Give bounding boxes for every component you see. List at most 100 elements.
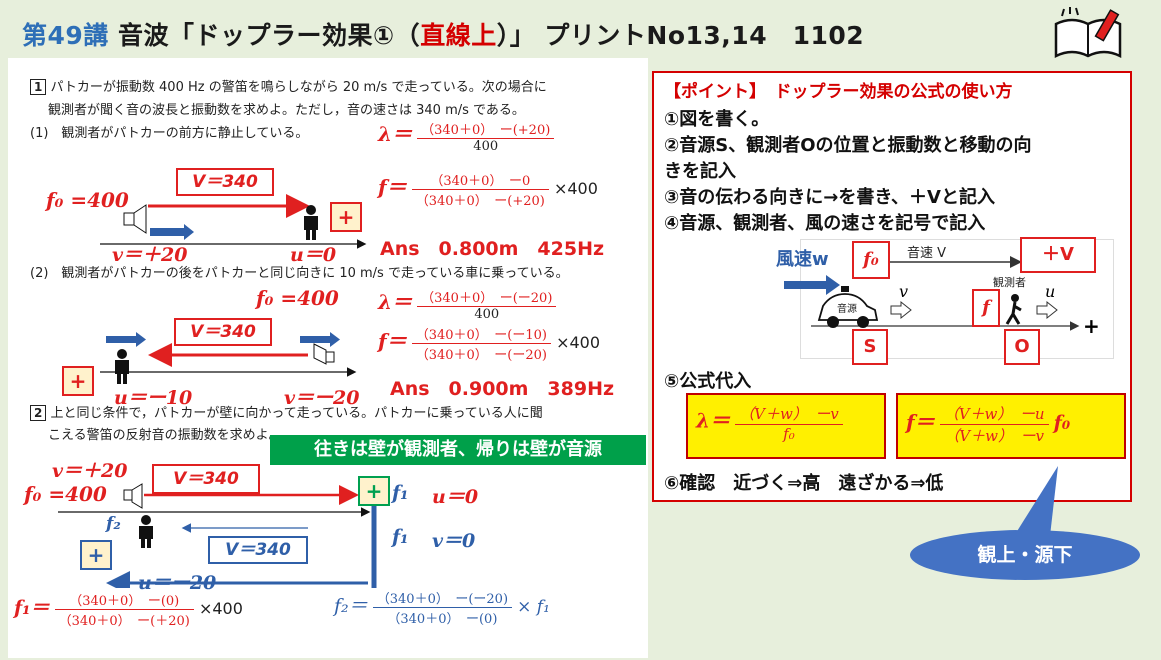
point-lambda-lhs: λ＝ — [696, 408, 731, 433]
problem2-f1-num: （340＋0） ー(0) — [54, 590, 194, 610]
problem-sheet: 1 パトカーが振動数 400 Hz の警笛を鳴らしながら 20 m/s で走って… — [8, 58, 648, 658]
case1-answer: Ans 0.800m 425Hz — [380, 238, 605, 260]
case1-f-den: （340＋0） ー(+20) — [415, 194, 545, 209]
callout-oval: 観上・源下 — [910, 530, 1140, 580]
point-f-tail: f₀ — [1053, 412, 1071, 434]
case2-V-box: V＝340 — [174, 318, 272, 346]
problem1-line2: 観測者が聞く音の波長と振動数を求めよ。ただし，音の速さは 340 m/s である… — [48, 103, 525, 118]
problem2-line1: 2 上と同じ条件で，パトカーが壁に向かって走っている。パトカーに乗っている人に聞 — [30, 402, 543, 421]
round-trip-banner: 往きは壁が観測者、帰りは壁が音源 — [270, 435, 646, 465]
problem2-f1-b: f₁ — [392, 526, 409, 548]
point-heading: 【ポイント】 ドップラー効果の公式の使い方 — [664, 82, 1013, 102]
case2-f-formula: f＝ （340＋0） ー(ー10) （340＋0） ー(ー20) ×400 — [378, 324, 600, 363]
problem2-V-blue-box: V＝340 — [208, 536, 308, 564]
point-u: u — [1045, 282, 1056, 301]
title-part-b: ）」 プリントNo13,14 1102 — [496, 21, 865, 50]
case2-f-den: （340＋0） ー(ー20) — [415, 348, 547, 363]
problem2-f1-a: f₁ — [392, 482, 409, 504]
case2-lambda-frac: （340＋0） ー(ー20) 400 — [417, 287, 557, 322]
case1-u: u＝0 — [290, 244, 337, 266]
case2-f-lhs: f＝ — [378, 329, 407, 353]
case2-lambda-den: 400 — [474, 307, 500, 322]
problem2-f2-lhs: f₂＝ — [334, 595, 368, 617]
case2-v: v＝ー20 — [284, 387, 360, 409]
case1-f-formula: f＝ （340＋0） ー0 （340＋0） ー(+20) ×400 — [378, 170, 598, 209]
page-title: 第49講 音波「ドップラー効果①（直線上）」 プリントNo13,14 1102 — [22, 16, 864, 52]
point-step2a: ②音源S、観測者Oの位置と振動数と移動の向 — [664, 135, 1032, 156]
source-velocity-arrow — [890, 300, 912, 320]
point-diagram-svg — [811, 256, 1080, 331]
problem2-f2: f₂ — [106, 514, 121, 534]
f-formula-box: f＝ （V＋w） ーu （V＋w） ーv f₀ — [896, 393, 1126, 459]
case2-lambda-lhs: λ＝ — [378, 290, 413, 314]
point-step3: ③音の伝わる向きに→を書き、＋Vと記入 — [664, 187, 995, 208]
problem2-driver-icon — [139, 515, 153, 548]
problem2-f2-den: （340＋0） ー(0) — [387, 612, 498, 627]
point-lambda-frac: （V＋w） ーv f₀ — [735, 403, 843, 443]
title-highlight: 直線上 — [420, 21, 497, 50]
problem2-u0: u＝0 — [432, 486, 479, 508]
case1-V-box: V＝340 — [176, 168, 274, 196]
case1-lambda-frac: （340＋0） ー(+20) 400 — [417, 119, 555, 154]
case2-lambda-formula: λ＝ （340＋0） ー(ー20) 400 — [378, 286, 557, 322]
case1-v: v＝＋20 — [112, 244, 188, 266]
problem1-sub2: (2) 観測者がパトカーの後をパトカーと同じ向きに 10 m/s で走っている車… — [30, 266, 569, 281]
case1-lambda-num: （340＋0） ー(+20) — [417, 119, 555, 139]
case1-f-frac: （340＋0） ー0 （340＋0） ー(+20) — [411, 170, 549, 209]
notebook-pencil-icon — [1054, 7, 1122, 59]
case1-f-lhs: f＝ — [378, 175, 407, 199]
case1-f-num: （340＋0） ー0 — [411, 170, 549, 190]
case2-observer-icon — [115, 349, 129, 384]
case2-answer: Ans 0.900m 389Hz — [390, 378, 615, 400]
source-label: 音源 — [837, 304, 857, 315]
problem2-text1: 上と同じ条件で，パトカーが壁に向かって走っている。パトカーに乗っている人に聞 — [50, 406, 543, 421]
case2-f-frac: （340＋0） ー(ー10) （340＋0） ー(ー20) — [411, 324, 551, 363]
case2-diagram — [100, 332, 357, 384]
case2-f-num: （340＋0） ー(ー10) — [411, 324, 551, 344]
point-f-den: （V＋w） ーv — [944, 427, 1044, 445]
problem2-wall-plus: + — [358, 476, 390, 506]
point-panel: 【ポイント】 ドップラー効果の公式の使い方 ①図を書く。 ②音源S、観測者Oの位… — [652, 71, 1132, 502]
title-part-a: 音波「ドップラー効果①（ — [118, 21, 421, 50]
problem1-sub1: (1) 観測者がパトカーの前方に静止している。 — [30, 126, 309, 141]
problem2-f1-den: （340＋0） ー(＋20) — [58, 614, 190, 629]
case1-source-velocity-arrow — [150, 228, 184, 236]
point-O-box: O — [1004, 329, 1040, 365]
case1-observer-icon — [304, 205, 318, 240]
point-f-formula: f＝ （V＋w） ーu （V＋w） ーv f₀ — [906, 403, 1070, 446]
case2-f-mult: ×400 — [556, 333, 601, 352]
case2-observer-velocity-arrow — [106, 336, 136, 343]
case2-plus-box: + — [62, 366, 94, 396]
point-f-num: （V＋w） ーu — [939, 403, 1049, 425]
problem2-f2-formula: f₂＝ （340＋0） ー(ー20) （340＋0） ー(0) × f₁ — [334, 588, 550, 627]
point-f-frac: （V＋w） ーu （V＋w） ーv — [939, 403, 1049, 446]
point-axis-plus: + — [1083, 314, 1100, 338]
point-lambda-formula: λ＝ （V＋w） ーv f₀ — [696, 403, 843, 443]
problem1-text1: パトカーが振動数 400 Hz の警笛を鳴らしながら 20 m/s で走っている… — [50, 80, 547, 95]
problem2-diagram — [58, 483, 377, 588]
case1-f0: f₀ =400 — [46, 188, 129, 212]
point-plusV-box: ＋V — [1020, 237, 1096, 273]
case1-lambda-lhs: λ＝ — [378, 122, 413, 146]
problem2-V-red-box: V＝340 — [152, 464, 260, 494]
case1-f-mult: ×400 — [553, 179, 598, 198]
problem2-line2: こえる警笛の反射音の振動数を求めよ。 — [48, 428, 282, 443]
problem2-siren-icon — [123, 483, 143, 509]
point-step4: ④音源、観測者、風の速さを記号で記入 — [664, 213, 986, 234]
case1-diagram — [100, 194, 367, 249]
observer-velocity-arrow — [1036, 300, 1058, 320]
point-step6: ⑥確認 近づく⇒高 遠ざかる⇒低 — [664, 473, 944, 494]
problem2-f0: f₀ =400 — [24, 482, 107, 506]
case1-plus-box: + — [330, 202, 362, 232]
case2-source-velocity-arrow — [300, 336, 330, 343]
point-step1: ①図を書く。 — [664, 109, 770, 130]
sound-speed-label: 音速 V — [907, 246, 947, 261]
point-S-box: S — [852, 329, 888, 365]
problem2-f1-frac: （340＋0） ー(0) （340＋0） ー(＋20) — [54, 590, 194, 629]
problem1-number: 1 — [30, 79, 47, 95]
problem2-v: v＝＋20 — [52, 460, 128, 482]
wind-label: 風速w — [776, 249, 829, 270]
point-step2b: きを記入 — [664, 161, 736, 182]
case2-lambda-num: （340＋0） ー(ー20) — [417, 287, 557, 307]
point-f-lhs: f＝ — [906, 410, 935, 434]
